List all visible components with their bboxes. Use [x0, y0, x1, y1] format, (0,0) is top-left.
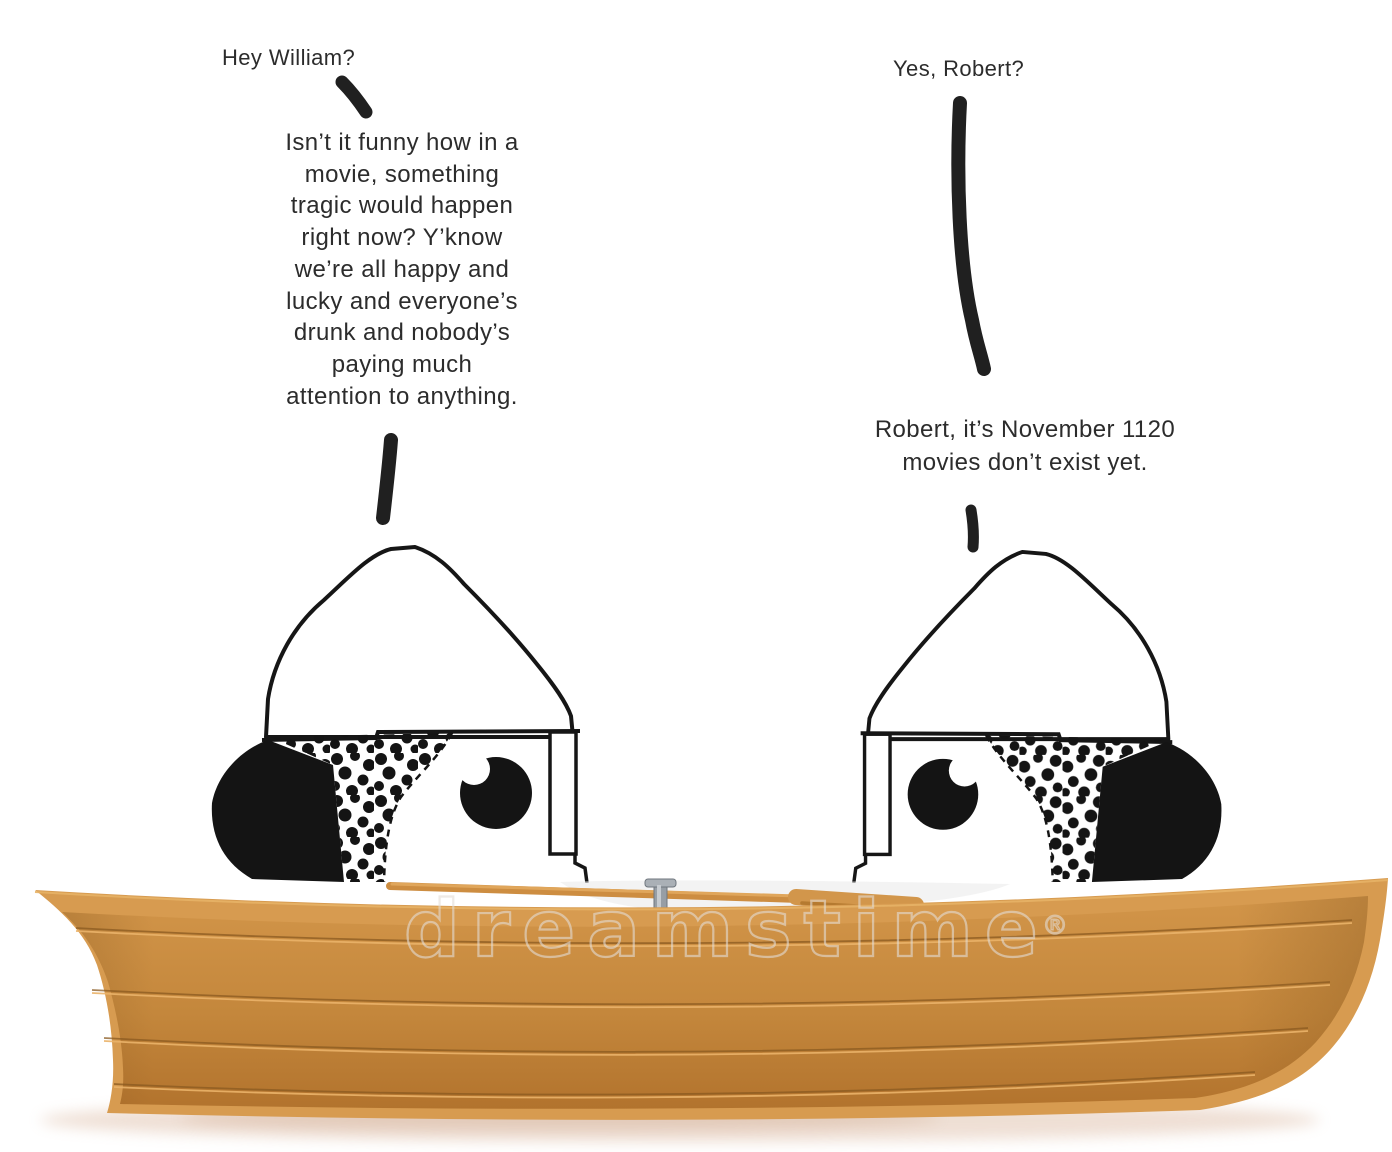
- monologue-line: tragic would happen: [290, 192, 514, 220]
- monologue-line: Isn’t it funny how in a: [285, 129, 519, 156]
- monologue-line: lucky and everyone’s: [286, 287, 518, 315]
- william-reply: Robert, it’s November 1120 movies don’t …: [855, 414, 1195, 479]
- monologue-line: we’re all happy and: [294, 255, 510, 283]
- plank-lines: [75, 919, 1353, 1099]
- monologue-line: right now? Y’know: [301, 224, 503, 252]
- speech-stroke-icon: [951, 96, 991, 376]
- speech-stroke-icon: [965, 504, 979, 553]
- dreamstime-watermark: dreamstime ®: [403, 884, 1069, 976]
- hull-side-shading: [62, 896, 1368, 1109]
- speech-stroke-icon: [335, 75, 373, 119]
- watermark-text: dreamstime: [404, 885, 1050, 975]
- monologue-line: paying much: [331, 350, 473, 378]
- robert-head-icon: [209, 545, 589, 883]
- watermark-registered-mark: ®: [1042, 911, 1068, 941]
- monologue-line: drunk and nobody’s: [293, 319, 511, 347]
- monologue-line: movie, something: [304, 160, 500, 188]
- william-head-icon: [851, 549, 1224, 883]
- robert-greeting-text: Hey William?: [222, 45, 356, 70]
- reply-line: movies don’t exist yet.: [902, 448, 1148, 476]
- reply-line: Robert, it’s November 1120: [874, 416, 1176, 443]
- speech-stroke-icon: [376, 433, 398, 525]
- monologue-line: attention to anything.: [286, 382, 518, 410]
- william-response-text: Yes, Robert?: [893, 56, 1025, 81]
- robert-monologue: Isn’t it funny how in a movie, something…: [250, 127, 554, 412]
- rowboat-illustration: dreamstime ®: [34, 878, 1389, 1142]
- gunwale-highlight: [34, 879, 1389, 911]
